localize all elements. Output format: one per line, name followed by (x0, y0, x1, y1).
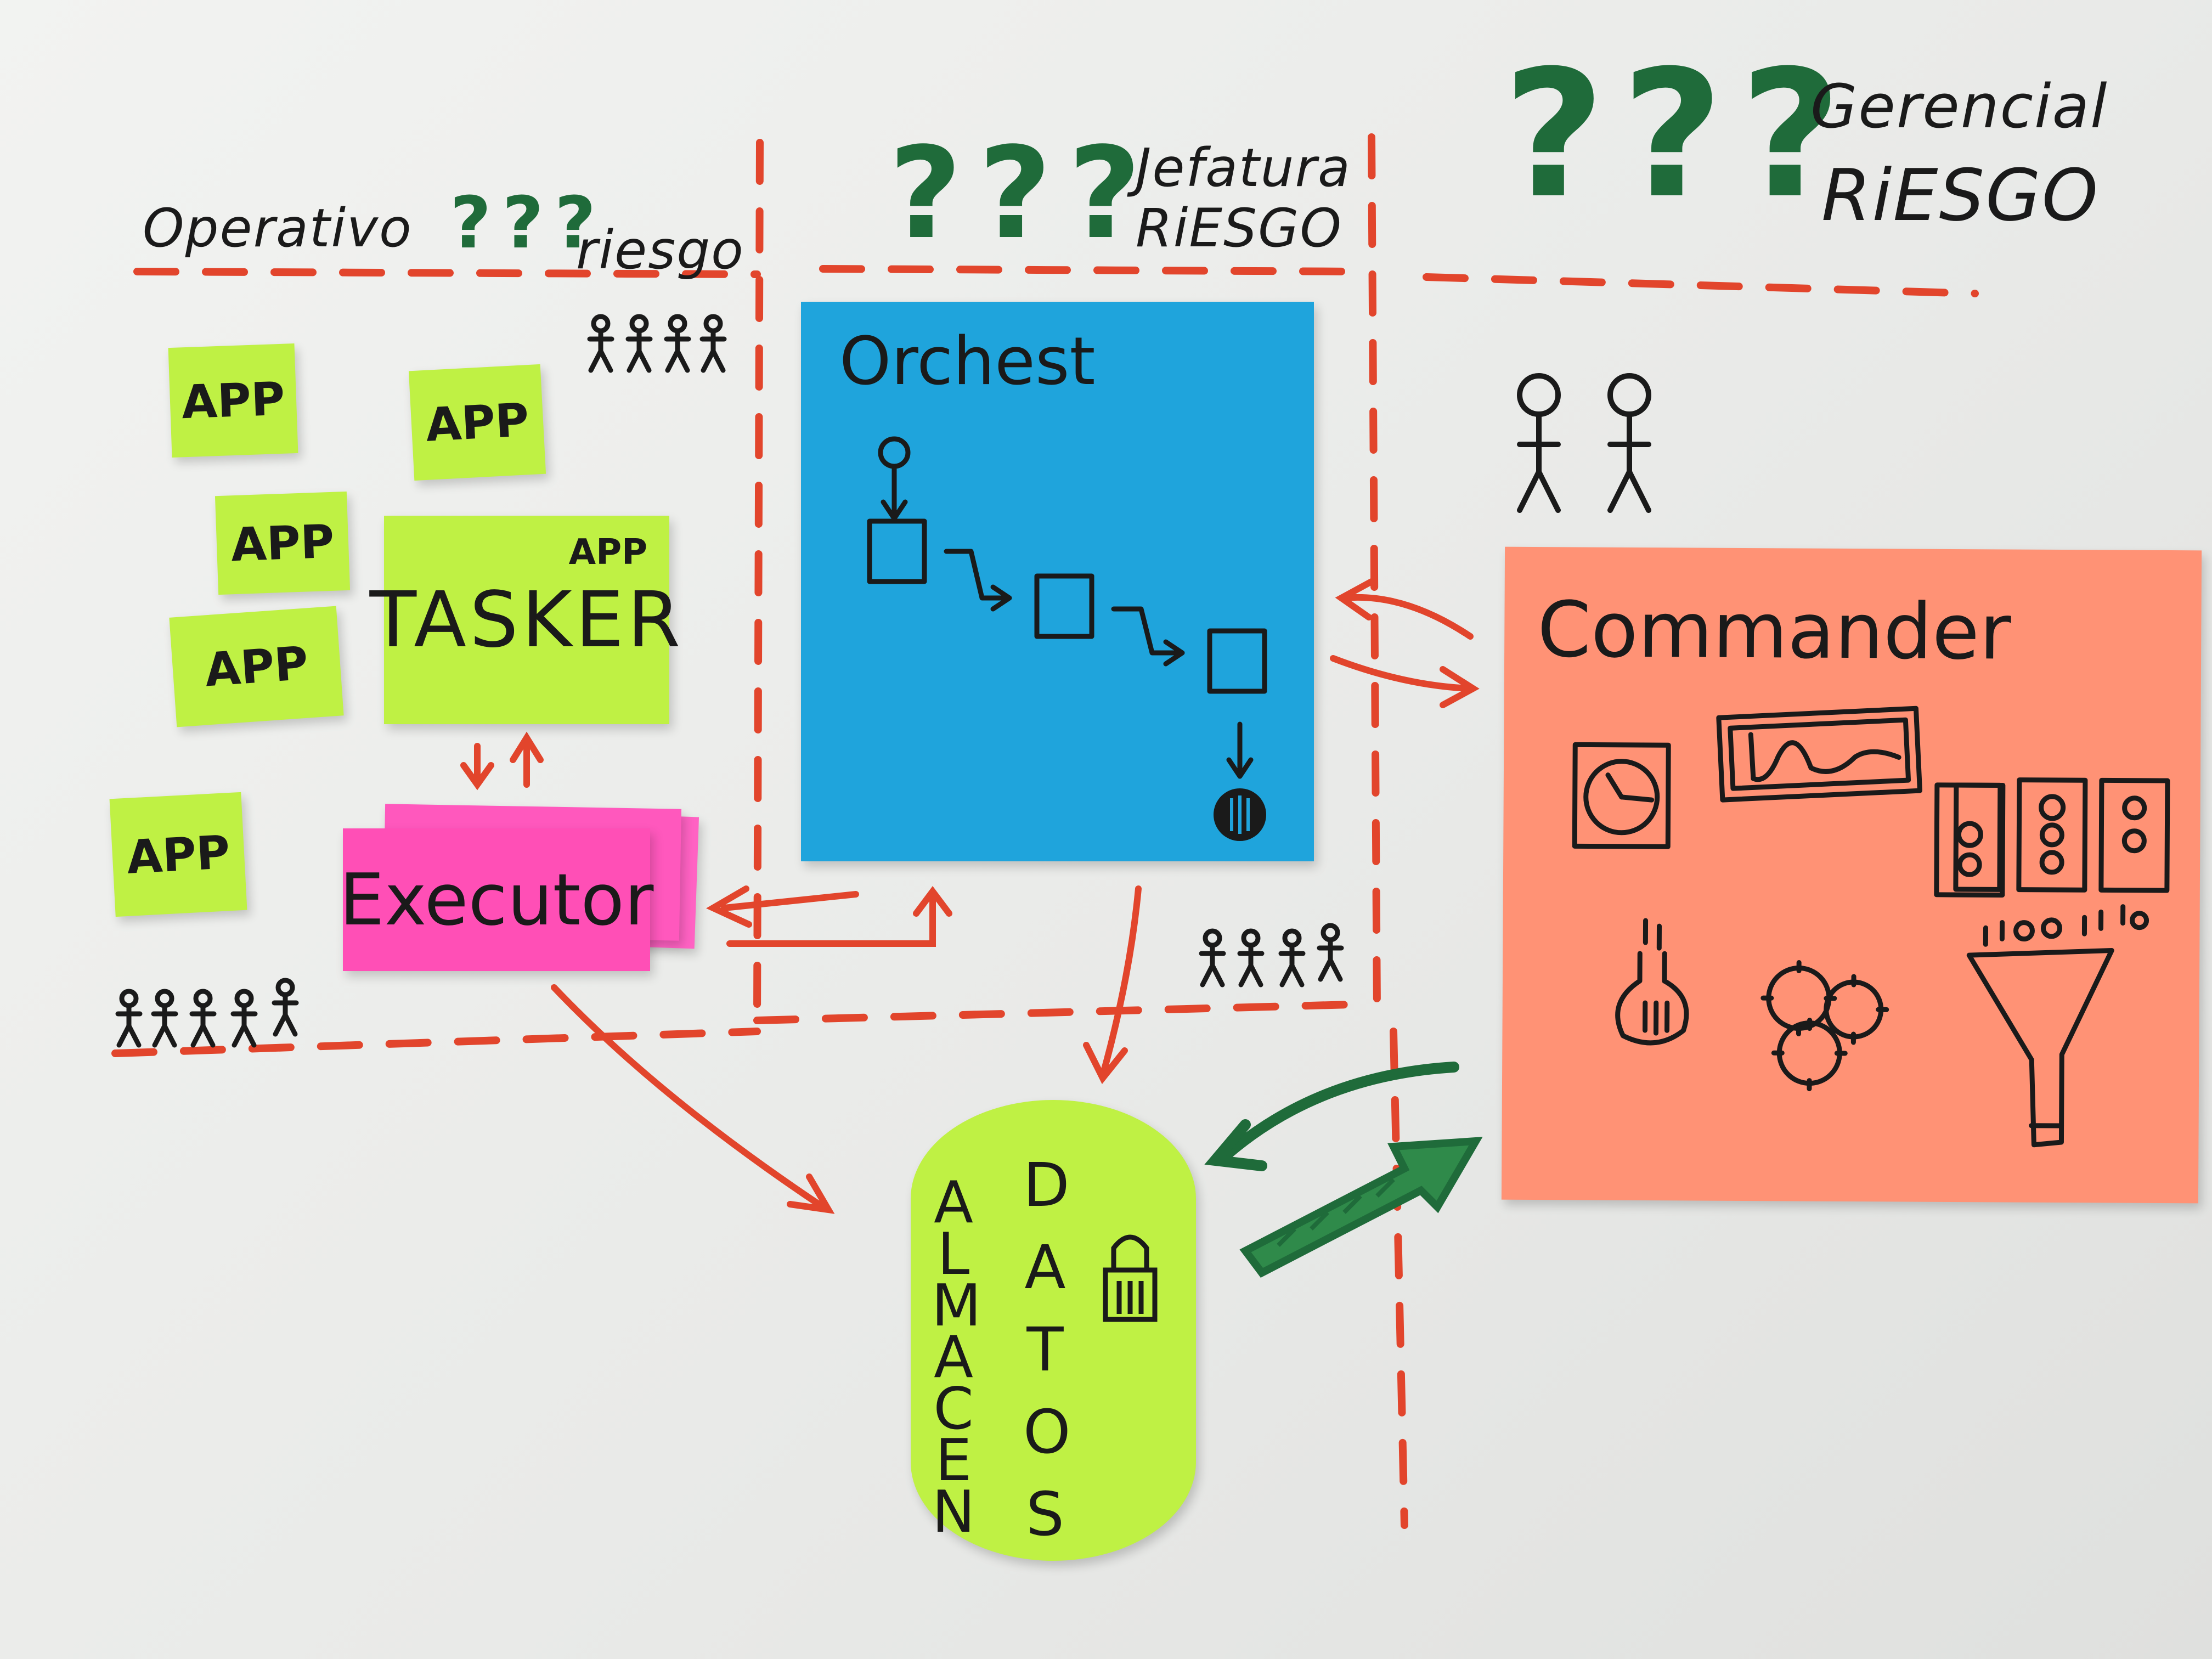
workflow-step (867, 518, 927, 584)
executor-note: Executor (340, 828, 653, 971)
executor-to-datastore-arrow (551, 984, 826, 1210)
clock-icon (1572, 742, 1671, 849)
tasker-executor-arrows (460, 731, 544, 791)
operativo-top-line (133, 268, 761, 278)
zone-gerencial-risk-label: RiESGO (1821, 154, 2100, 237)
gears-icon (1760, 960, 1889, 1092)
app-note-label: APP (203, 636, 310, 697)
stick-figure-icon (118, 980, 296, 1045)
tasker-title: TASKER (369, 575, 684, 665)
jefatura-question-marks: ??? (889, 121, 1158, 267)
app-note: APP (408, 364, 546, 481)
workflow-diagram (867, 436, 1267, 841)
datastore-left-label: ALMACEN (932, 1169, 981, 1545)
commander-datastore-arrows (1204, 1062, 1483, 1278)
app-note-label: APP (180, 371, 286, 430)
app-note: APP (215, 491, 351, 595)
app-note: APP (168, 343, 298, 458)
gerencial-top-line (1423, 273, 1979, 297)
commander-note: Commander (1501, 546, 2202, 1204)
workflow-step (1034, 573, 1094, 639)
gauge-icon (1934, 777, 2170, 898)
app-note: APP (109, 792, 247, 917)
zone-operativo-risk-label: riesgo (576, 219, 744, 281)
tasker-note: APP TASKER (370, 516, 680, 724)
stick-figure-icon (1520, 376, 1649, 510)
stick-figure-icon (1201, 926, 1341, 985)
divider-operativo-jefatura (753, 139, 764, 1024)
jefatura-top-line (819, 265, 1364, 275)
datastore-note: ALMACEN DATOS (911, 1100, 1196, 1561)
datastore-right-label: DATOS (1023, 1150, 1071, 1549)
operativo-bottom-line (111, 1028, 761, 1057)
orchest-commander-arrows (1330, 578, 1480, 708)
executor-orchest-arrows (706, 885, 952, 947)
zone-jefatura-label: Jefatura (1136, 137, 1351, 199)
zone-jefatura-risk-label: RiESGO (1136, 198, 1342, 259)
operativo-question-marks: ??? (450, 181, 607, 264)
orchest-note: Orchest (801, 302, 1314, 861)
flask-icon (1615, 918, 1689, 1046)
lock-icon (1103, 1234, 1158, 1322)
jefatura-bottom-line (753, 1000, 1375, 1024)
orchest-to-datastore-arrow (1099, 885, 1142, 1079)
tasker-app-badge: APP (568, 532, 647, 573)
zone-gerencial-label: Gerencial (1810, 71, 2108, 142)
workflow-start-node (878, 436, 911, 469)
funnel-icon (1966, 904, 2149, 1148)
executor-title: Executor (339, 858, 654, 941)
line-chart-icon (1716, 706, 1922, 803)
workflow-step (1207, 628, 1267, 694)
app-note-label: APP (424, 393, 531, 452)
app-note-label: APP (125, 825, 232, 884)
orchest-title: Orchest (839, 324, 1096, 400)
divider-lower (1390, 1028, 1408, 1529)
app-note-label: APP (230, 514, 335, 572)
zone-operativo-label: Operativo (143, 198, 413, 259)
divider-jefatura-gerencial (1368, 133, 1381, 1013)
app-note: APP (169, 606, 344, 727)
gerencial-question-marks: ??? (1503, 33, 1858, 237)
stick-figure-icon (590, 317, 724, 370)
